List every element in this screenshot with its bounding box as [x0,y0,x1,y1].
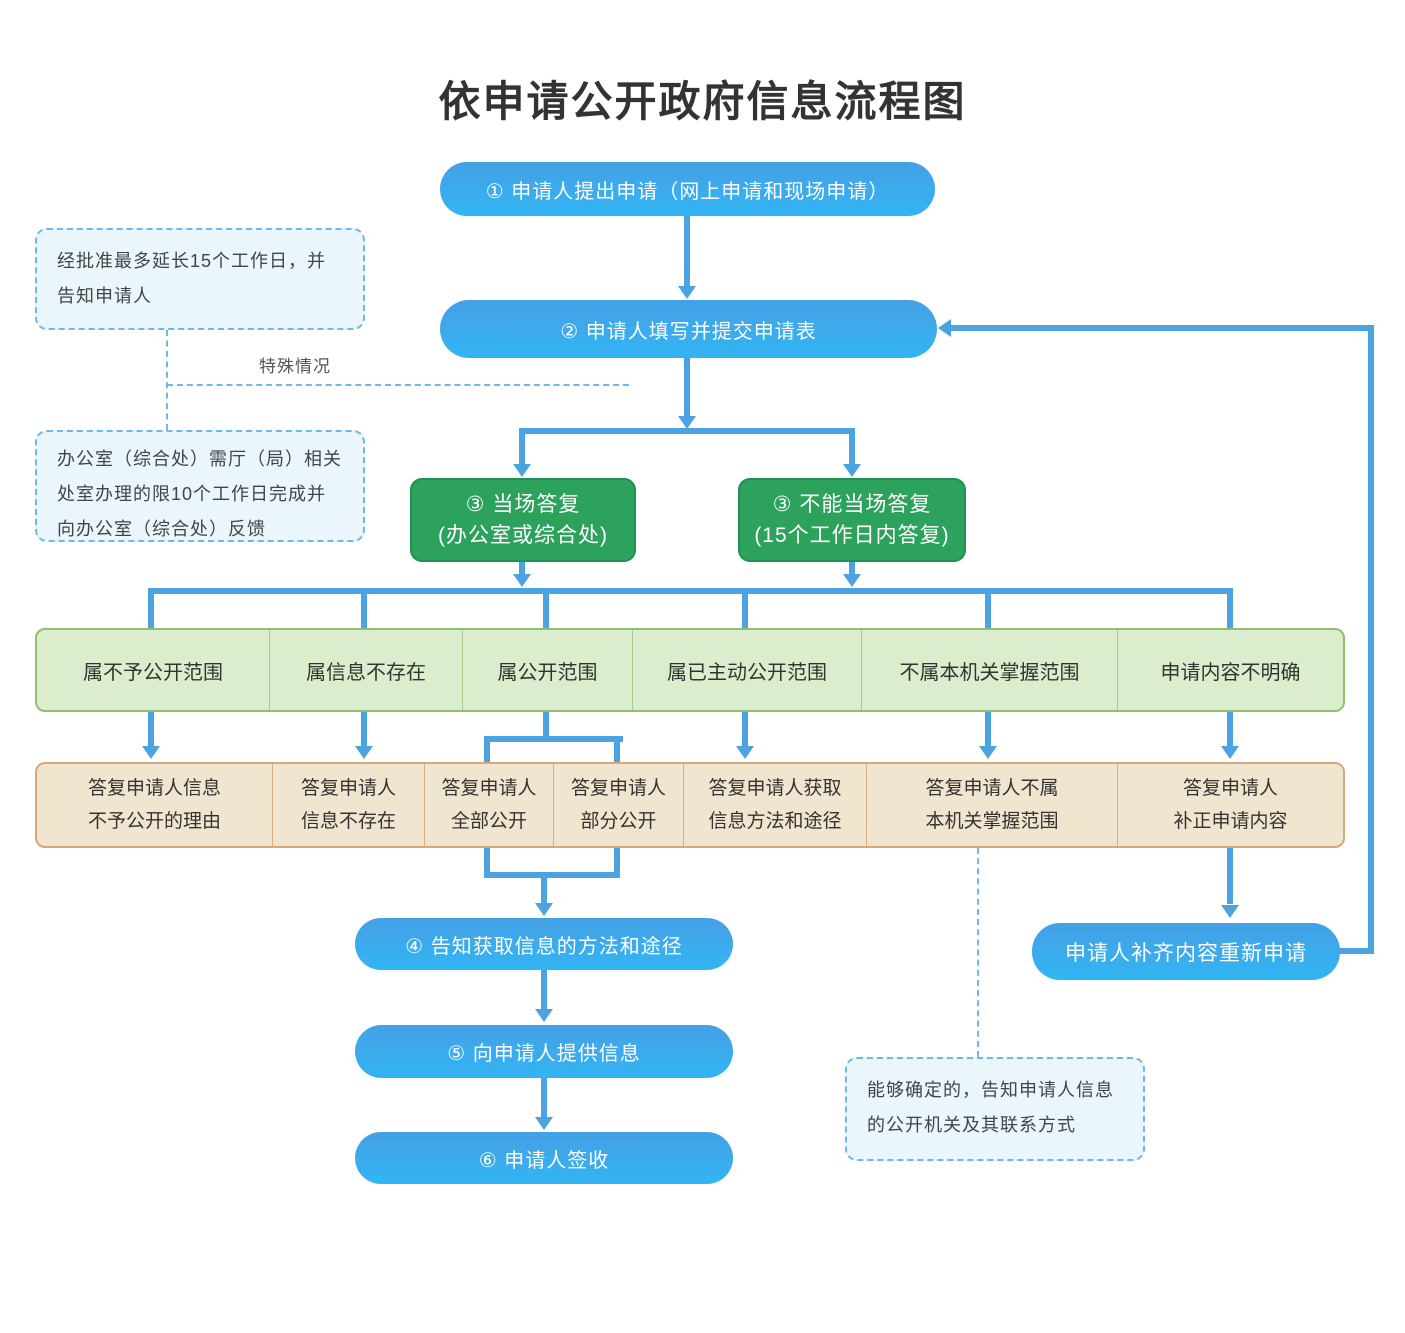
response-info-not-exist: 答复申请人 信息不存在 [273,764,425,846]
node-step3-delayed-reply: ③ 不能当场答复 (15个工作日内答复) [738,478,966,562]
arrowhead-onspot-down [513,574,531,587]
category-row: 属不予公开范围 属信息不存在 属公开范围 属已主动公开范围 不属本机关掌握范围 … [35,628,1345,712]
node-step3-onspot-reply: ③ 当场答复 (办公室或综合处) [410,478,636,562]
special-case-label: 特殊情况 [259,357,331,376]
bracket-right-drop [614,736,620,762]
arrowhead-delayed-down [843,574,861,587]
note-extension: 经批准最多延长15个工作日，并告知申请人 [35,228,365,330]
line-cat2-resp [361,712,367,746]
node-step3-delayed-line1: ③ 不能当场答复 [772,492,932,516]
line-step5-step6 [541,1078,547,1117]
feedback-vertical-line [1368,325,1374,954]
response4-line2: 部分公开 [580,811,657,832]
category-info-not-exist: 属信息不存在 [270,630,463,710]
line-cat3-down [543,712,549,740]
category-not-disclosed: 属不予公开范围 [37,630,270,710]
response-full-disclosure: 答复申请人 全部公开 [425,764,554,846]
response-correct-application: 答复申请人 补正申请内容 [1118,764,1343,846]
dashed-line-notes-vertical [166,330,168,430]
line-cat1-resp [148,712,154,746]
arrowhead-step5 [535,1009,553,1022]
stub-cat4 [742,592,748,628]
merge-left-line [484,848,490,878]
arrowhead-resp7 [1221,746,1239,759]
response1-line2: 不予公开的理由 [87,811,221,832]
arrowhead-step4 [535,903,553,916]
feedback-elbow-bottom [1338,948,1374,954]
dashed-line-confirm-note [977,848,979,1057]
node-reapply: 申请人补齐内容重新申请 [1032,923,1340,980]
response6-line2: 本机关掌握范围 [925,811,1059,832]
line-cat4-resp [742,712,748,746]
feedback-horizontal-line [950,325,1374,331]
category-not-this-agency: 不属本机关掌握范围 [862,630,1118,710]
node-step5-provide-info: ⑤ 向申请人提供信息 [355,1025,733,1078]
distribution-line [148,588,1233,594]
merge-horizontal-line [484,872,620,878]
line-onspot-down [519,562,525,574]
stub-cat3 [543,592,549,628]
arrowhead-back-to-step2 [938,319,951,337]
node-step3-delayed-line2: (15个工作日内答复) [754,524,950,547]
response2-line2: 信息不存在 [300,811,396,832]
response3-line1: 答复申请人 [441,777,537,799]
node-step6-sign-receipt: ⑥ 申请人签收 [355,1132,733,1184]
bracket-left-drop [484,736,490,762]
line-cat6-resp [1227,712,1233,746]
arrowhead-split [678,416,696,429]
dashed-line-special-case [167,384,629,386]
stub-cat1 [148,592,154,628]
response5-line2: 信息方法和途径 [708,811,842,832]
response3-line2: 全部公开 [450,811,527,832]
response-row: 答复申请人信息 不予公开的理由 答复申请人 信息不存在 答复申请人 全部公开 答… [35,762,1345,848]
response-not-this-agency: 答复申请人不属 本机关掌握范围 [867,764,1118,846]
arrowhead-delayed [843,464,861,477]
arrowhead-resp6 [979,746,997,759]
response-reason-not-disclosed: 答复申请人信息 不予公开的理由 [37,764,273,846]
stub-cat2 [361,592,367,628]
category-already-public: 属已主动公开范围 [633,630,862,710]
note-office-handling: 办公室（综合处）需厅（局）相关处室办理的限10个工作日完成并向办公室（综合处）反… [35,430,365,542]
arrowhead-resp5 [736,746,754,759]
arrowhead-resp2 [355,746,373,759]
stub-cat6 [1227,592,1233,628]
stub-cat5 [985,592,991,628]
response7-line1: 答复申请人 [1182,777,1278,799]
line-cat5-resp [985,712,991,746]
note-confirm-agency: 能够确定的，告知申请人信息的公开机关及其联系方式 [845,1057,1145,1161]
response4-line1: 答复申请人 [570,777,666,799]
response-how-to-obtain: 答复申请人获取 信息方法和途径 [684,764,867,846]
line-step4-step5 [541,970,547,1009]
category-unclear-content: 申请内容不明确 [1160,661,1301,684]
node-step3-onspot-line2: (办公室或综合处) [438,524,608,547]
line-merge-step4 [541,872,547,903]
split-left-line [519,428,525,466]
response5-line1: 答复申请人获取 [708,777,842,799]
arrowhead-onspot [513,464,531,477]
response-partial-disclosure: 答复申请人 部分公开 [554,764,684,846]
node-step4-inform-method: ④ 告知获取信息的方法和途径 [355,918,733,970]
arrowhead-reapply [1221,905,1239,918]
line-resp7-reapply [1227,848,1233,904]
response6-line1: 答复申请人不属 [925,777,1059,799]
arrow-line-step1-step2 [684,216,690,286]
arrow-line-step2-split [684,358,690,416]
page-title: 依申请公开政府信息流程图 [438,78,967,125]
node-step2-submit-form: ② 申请人填写并提交申请表 [440,300,937,358]
bracket-split-line [484,736,623,742]
line-delayed-down [849,562,855,574]
arrowhead-resp1 [142,746,160,759]
response1-line1: 答复申请人信息 [87,777,221,799]
split-horizontal-line [519,428,855,434]
category-disclosable: 属公开范围 [463,630,633,710]
merge-right-line [614,848,620,878]
split-right-line [849,428,855,466]
response2-line1: 答复申请人 [300,777,396,799]
node-step3-onspot-line1: ③ 当场答复 [465,492,581,516]
arrowhead-step6 [535,1117,553,1130]
arrowhead-step2 [678,286,696,299]
response7-line2: 补正申请内容 [1173,811,1288,832]
node-step1-apply: ① 申请人提出申请（网上申请和现场申请） [440,162,935,216]
